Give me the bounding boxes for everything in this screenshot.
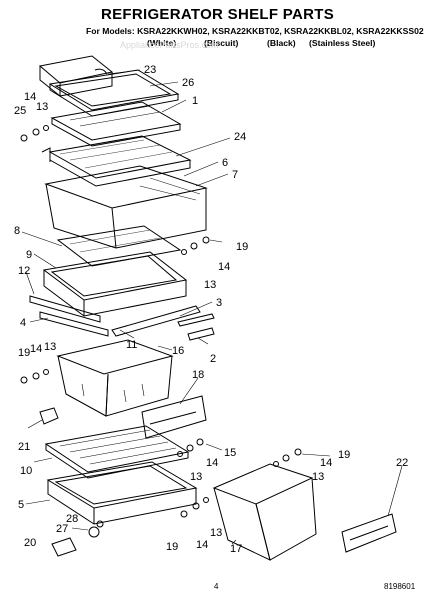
callout-13c: 13 [44,341,56,353]
part-slide-guide [177,313,215,341]
callout-3: 3 [216,297,222,309]
part-crisper-drawer [56,339,174,417]
callout-2: 2 [210,353,216,365]
page-number: 4 [214,582,219,591]
part-glass-panel [56,225,182,267]
callout-21: 21 [18,441,30,453]
callout-5: 5 [18,499,24,511]
callout-14d: 14 [206,457,218,469]
callout-26: 26 [182,77,194,89]
callout-8: 8 [14,225,20,237]
part-lower-shelf-frame [46,461,198,525]
callout-14c: 14 [30,343,42,355]
callout-24: 24 [234,131,246,143]
part-small-hardware [51,520,104,557]
part-crisper-cover [44,165,208,249]
callout-7: 7 [232,169,238,181]
leader-lines [21,69,403,545]
callout-12: 12 [18,265,30,277]
callout-1: 1 [192,95,198,107]
part-lower-bin [212,463,317,561]
fasteners [20,125,302,518]
callout-6: 6 [222,157,228,169]
callout-numbers: 23 26 1 25 14 13 24 6 7 8 9 19 14 13 12 … [14,64,408,555]
callout-11: 11 [126,339,137,351]
callout-19d: 19 [166,541,178,553]
part-grid-shelf [44,425,190,479]
callout-19c: 19 [338,449,350,461]
color-white: (White) [147,38,177,48]
callout-13a: 13 [36,101,48,113]
part-clip-21 [39,407,59,425]
callout-28: 28 [66,513,78,525]
callout-18: 18 [192,369,204,381]
callout-13d: 13 [190,471,202,483]
watermark: AppliancePartsPros.com [120,40,219,50]
color-biscuit: (Biscuit) [204,38,239,48]
callout-9: 9 [26,249,32,261]
model-list: For Models: KSRA22KKWH02, KSRA22KKBT02, … [86,26,424,36]
callout-19a: 19 [236,241,248,253]
callout-27: 27 [56,523,68,535]
callout-14a: 14 [24,91,36,103]
color-black: (Black) [267,38,296,48]
callout-13f: 13 [210,527,222,539]
callout-13b: 13 [204,279,216,291]
callout-14f: 14 [196,539,208,551]
callout-15: 15 [224,447,236,459]
callout-25: 25 [14,105,26,117]
part-shelf-frame-top [48,69,180,117]
callout-17: 17 [230,543,242,555]
callout-14e: 14 [320,457,332,469]
callout-20: 20 [24,537,36,549]
document-number: 8198601 [384,582,416,591]
part-bin-front [341,513,397,553]
callout-10: 10 [20,465,32,477]
callout-19b: 19 [18,347,30,359]
callout-13e: 13 [312,471,324,483]
part-slide-rails [29,295,201,337]
callout-16: 16 [172,345,184,357]
part-cover-shelf [41,135,192,187]
callout-23: 23 [144,64,156,76]
page-title: REFRIGERATOR SHELF PARTS [100,6,335,23]
callout-14b: 14 [218,261,230,273]
callout-4: 4 [20,317,26,329]
callout-22: 22 [396,457,408,469]
part-glass-shelf [50,101,182,147]
color-stainless: (Stainless Steel) [309,38,376,48]
part-crisper-frame [42,251,188,317]
